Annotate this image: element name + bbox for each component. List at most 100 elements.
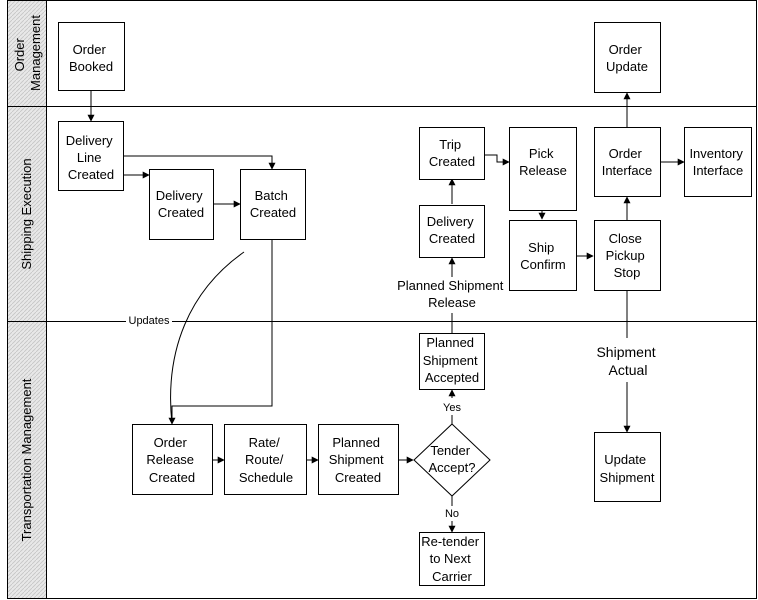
node-text: Tender xyxy=(430,443,470,458)
node-order-interface: Order Interface xyxy=(594,127,661,197)
svg-text:Delivery Line Crea: Delivery Line Created xyxy=(66,133,117,182)
updates-label-background xyxy=(126,313,172,327)
lane-label-shipping-execution: Shipping Execution xyxy=(19,158,34,269)
lane-label-line: Management xyxy=(28,15,43,91)
svg-text:Inventory Interface: Inventory Interface xyxy=(689,146,746,178)
label-line: Actual xyxy=(609,362,648,378)
node-text: Created xyxy=(68,167,114,182)
svg-text:Delivery Created: Delivery Created xyxy=(427,214,478,246)
node-text: Booked xyxy=(69,59,113,74)
node-text: Schedule xyxy=(239,470,293,485)
node-close-pickup-stop: Close Pickup Stop xyxy=(594,220,661,291)
svg-text:Batch Created: Batch Created xyxy=(250,188,296,220)
node-text: Update xyxy=(604,452,646,467)
node-pick-release: Pick Release xyxy=(509,127,577,211)
yes-label: Yes xyxy=(443,402,461,414)
node-update-shipment: Update Shipment xyxy=(594,432,661,502)
svg-text:Re-tender to Next: Re-tender to Next Carrier xyxy=(421,534,482,584)
node-text: Delivery xyxy=(66,133,113,148)
connectors xyxy=(87,91,685,533)
connector-batch-to-order-release xyxy=(168,239,273,425)
node-tender-accept-decision: Tender Accept? xyxy=(413,423,491,497)
node-text: Shipment xyxy=(600,470,655,485)
lane-label-line: Shipping Execution xyxy=(19,158,34,269)
node-text: Inventory xyxy=(689,146,743,161)
node-text: Update xyxy=(606,59,648,74)
connector-updates-curve xyxy=(170,251,245,425)
node-text: Shipment xyxy=(329,452,384,467)
lane-header-transportation-management xyxy=(7,321,47,599)
svg-text:Order Update: Order Update xyxy=(606,42,648,74)
svg-text:Delivery Created: Delivery Created xyxy=(156,188,207,220)
svg-text:Tender Accept?: Tender Accept? xyxy=(429,443,476,475)
node-text: Interface xyxy=(602,163,653,178)
lane-label-transportation-management: Transportation Management xyxy=(19,378,34,541)
label-line: Release xyxy=(428,295,476,310)
node-text: Rate/ xyxy=(249,435,280,450)
node-delivery-created-trip: Delivery Created xyxy=(419,205,485,258)
node-text: Created xyxy=(429,154,475,169)
lane-label-line: Order xyxy=(12,38,27,72)
node-text: Release xyxy=(519,163,567,178)
label-line: Shipment xyxy=(596,344,655,360)
arrow-delivery-line-to-batch xyxy=(124,155,276,170)
svg-text:Order Booked: Order Booked xyxy=(69,42,113,74)
node-text: Created xyxy=(250,205,296,220)
updates-label: Updates xyxy=(129,315,170,327)
node-text: Order xyxy=(609,42,643,57)
lane-header-order-management xyxy=(7,0,47,107)
node-text: Interface xyxy=(693,163,744,178)
node-text: Delivery xyxy=(427,214,474,229)
node-text: Order xyxy=(154,435,188,450)
node-text: Created xyxy=(429,231,475,246)
svg-text:Close Pickup Stop: Close Pickup Stop xyxy=(606,231,649,280)
node-text: Shipment xyxy=(423,353,478,368)
svg-text:Planned Shipment C: Planned Shipment Created xyxy=(329,435,388,485)
node-text: Line xyxy=(77,150,102,165)
node-text: Created xyxy=(335,470,381,485)
svg-text:Update Shipment: Update Shipment xyxy=(600,452,655,485)
svg-text:Ship Confirm: Ship Confirm xyxy=(520,240,566,272)
label-line: Planned Shipment xyxy=(397,278,504,293)
node-text: Order xyxy=(73,42,107,57)
node-order-booked: Order Booked xyxy=(58,22,125,91)
node-text: Pick xyxy=(529,146,554,161)
node-text: Close xyxy=(609,231,642,246)
node-order-update: Order Update xyxy=(594,22,661,93)
node-text: Created xyxy=(149,470,195,485)
svg-text:Pick Release: Pick Release xyxy=(519,146,567,178)
arrow-trip-to-pick xyxy=(485,154,510,166)
node-text: Ship xyxy=(528,240,554,255)
lane-label-order-management: Order Management xyxy=(12,15,43,91)
node-text: Order xyxy=(609,146,643,161)
node-text: Trip xyxy=(439,137,461,152)
no-label: No xyxy=(445,508,459,520)
node-trip-created: Trip Created xyxy=(419,127,485,180)
svg-text:Order Release Crea: Order Release Created xyxy=(146,435,197,485)
node-text: Accepted xyxy=(425,370,479,385)
planned-shipment-release-label: Planned Shipment Release xyxy=(397,278,507,310)
node-order-release-created: Order Release Created xyxy=(132,424,213,495)
node-retender-next-carrier: Re-tender to Next Carrier xyxy=(419,532,485,586)
node-text: Planned xyxy=(332,435,380,450)
svg-text:Planned Shipment A: Planned Shipment Accepted xyxy=(423,335,482,385)
node-planned-shipment-created: Planned Shipment Created xyxy=(318,424,399,495)
node-ship-confirm: Ship Confirm xyxy=(509,220,577,291)
node-rate-route-schedule: Rate/ Route/ Schedule xyxy=(224,424,307,495)
node-text: to Next xyxy=(430,551,472,566)
lane-label-line: Transportation Management xyxy=(19,378,34,541)
svg-text:Rate/ Route/ Sched: Rate/ Route/ Schedule xyxy=(239,435,293,485)
node-text: Accept? xyxy=(429,460,476,475)
node-text: Confirm xyxy=(520,257,566,272)
node-text: Planned xyxy=(426,335,474,350)
node-text: Created xyxy=(158,205,204,220)
node-text: Release xyxy=(146,452,194,467)
node-delivery-line-created: Delivery Line Created xyxy=(58,121,124,191)
node-planned-shipment-accepted: Planned Shipment Accepted xyxy=(419,333,485,390)
svg-text:Order Interface: Order Interface xyxy=(602,146,653,178)
node-text: Stop xyxy=(614,265,641,280)
node-text: Re-tender xyxy=(421,534,479,549)
node-text: Pickup xyxy=(606,248,645,263)
node-delivery-created-shipping: Delivery Created xyxy=(149,169,214,240)
